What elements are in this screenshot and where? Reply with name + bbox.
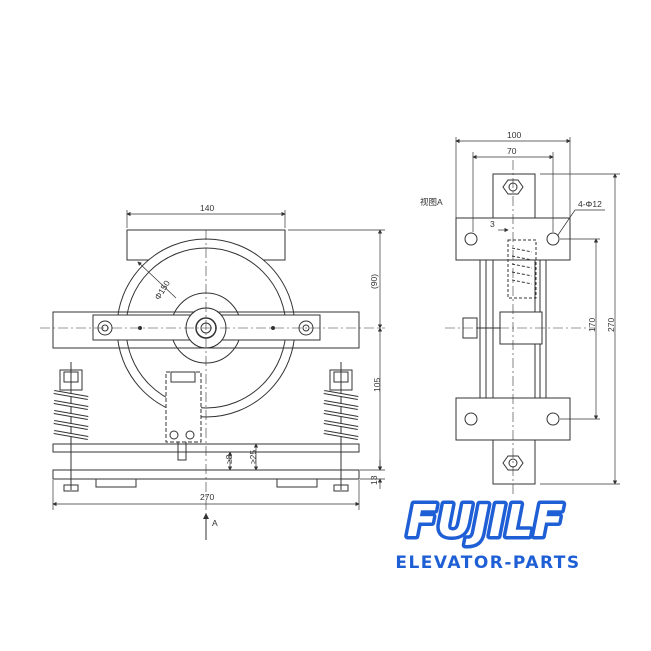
dim-total-height: 270 bbox=[606, 318, 616, 332]
dim-base-width: 270 bbox=[200, 492, 214, 502]
dim-gap-25: ≥25 bbox=[248, 450, 258, 464]
dim-outer-width: 100 bbox=[507, 130, 521, 140]
dim-offset: 3 bbox=[490, 219, 495, 229]
front-view bbox=[40, 229, 385, 540]
dim-base-13: 13 bbox=[369, 475, 379, 485]
spring-right bbox=[323, 390, 359, 440]
dim-gap-8: ≥8 bbox=[224, 454, 234, 464]
dim-inner-width: 70 bbox=[507, 146, 517, 156]
logo-text-fill: FUJILF bbox=[407, 496, 564, 547]
dim-top-width: 140 bbox=[200, 203, 214, 213]
brand-logo: FUJILF FUJILF ELEVATOR-PARTS bbox=[395, 493, 580, 574]
front-dimensions bbox=[52, 210, 385, 540]
view-marker-a: A bbox=[212, 518, 218, 528]
logo-text: FUJILF bbox=[407, 496, 564, 547]
side-view-title: 视图A bbox=[420, 197, 443, 207]
dim-height-105: 105 bbox=[372, 378, 382, 392]
side-dimensions bbox=[455, 137, 620, 485]
dim-hole-spacing: 170 bbox=[587, 318, 597, 332]
brand-tagline: ELEVATOR-PARTS bbox=[395, 553, 580, 573]
dim-holes: 4-Φ12 bbox=[578, 199, 602, 209]
dim-height-90: (90) bbox=[369, 274, 379, 289]
side-view bbox=[445, 160, 595, 495]
spring-left bbox=[53, 390, 89, 440]
